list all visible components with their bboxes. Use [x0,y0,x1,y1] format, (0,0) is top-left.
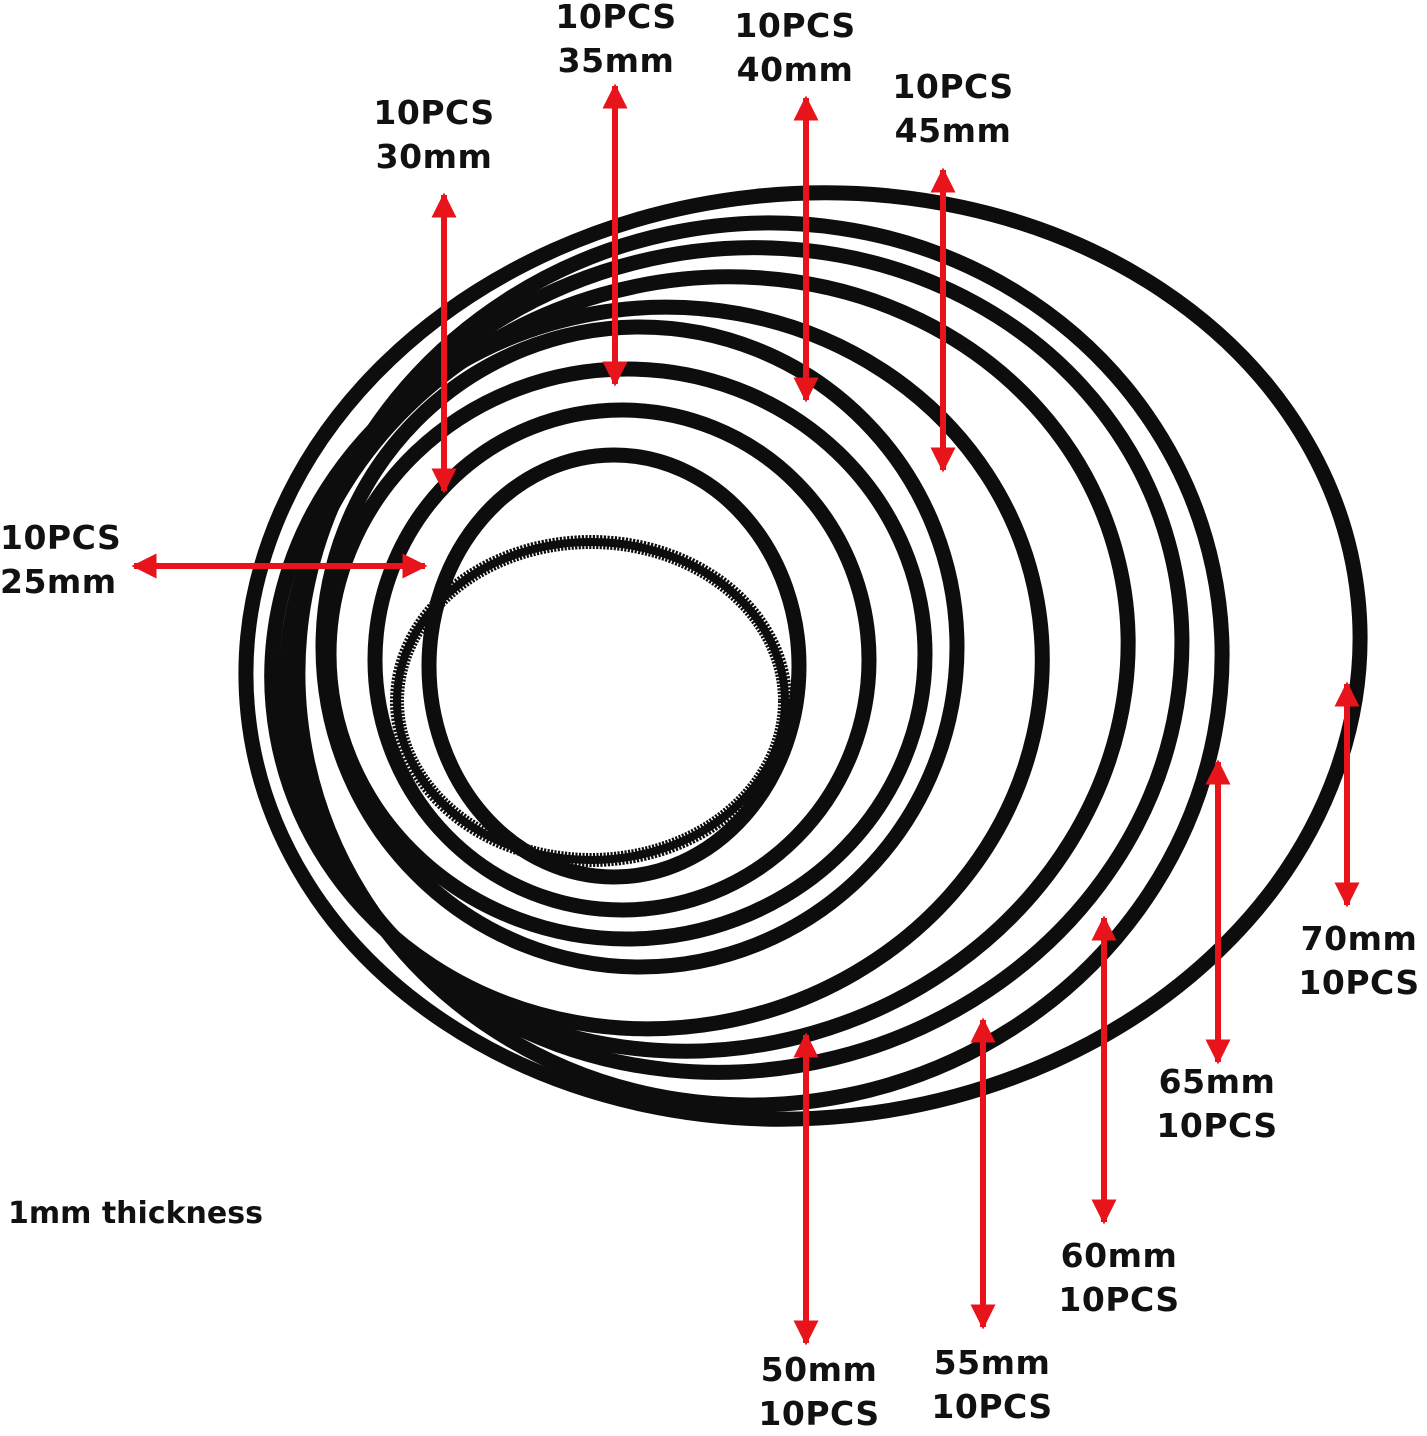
label-45mm-count: 10PCS [892,67,1014,106]
belt-ring-65mm [290,215,1230,1113]
label-65mm: 65mm 10PCS [1149,1060,1285,1148]
label-55mm-count: 10PCS [931,1387,1053,1426]
label-35mm-size: 35mm [557,41,675,80]
label-50mm: 50mm 10PCS [751,1348,887,1436]
label-40mm: 10PCS 40mm [727,4,863,92]
label-40mm-size: 40mm [736,50,854,89]
thickness-note: 1mm thickness [8,1196,263,1231]
label-65mm-size: 65mm [1158,1062,1276,1101]
label-40mm-count: 10PCS [734,6,856,45]
label-45mm-size: 45mm [894,111,1012,150]
belt-ring-25mm-back [393,538,789,864]
label-35mm: 10PCS 35mm [548,0,684,83]
label-55mm: 55mm 10PCS [924,1341,1060,1429]
label-60mm-count: 10PCS [1058,1280,1180,1319]
label-60mm: 60mm 10PCS [1051,1234,1187,1322]
belt-ring-30mm [421,447,807,885]
label-35mm-count: 10PCS [555,0,677,36]
belt-ring-50mm [264,299,1050,1037]
belt-ring-35mm [367,402,877,918]
label-55mm-size: 55mm [933,1343,1051,1382]
label-30mm-count: 10PCS [373,93,495,132]
belt-ring-70mm [238,185,1368,1127]
label-65mm-count: 10PCS [1156,1106,1278,1145]
label-70mm-count: 10PCS [1298,963,1420,1002]
label-50mm-count: 10PCS [758,1394,880,1433]
label-25mm-count: 10PCS [0,518,122,557]
label-25mm-size: 25mm [0,562,117,601]
label-30mm: 10PCS 30mm [366,91,502,179]
label-25mm: 10PCS 25mm [0,516,121,604]
label-60mm-size: 60mm [1060,1236,1178,1275]
label-30mm-size: 30mm [375,137,493,176]
label-50mm-size: 50mm [760,1350,878,1389]
label-45mm: 10PCS 45mm [885,65,1021,153]
label-70mm: 70mm 10PCS [1291,917,1427,1005]
label-70mm-size: 70mm [1300,919,1418,958]
